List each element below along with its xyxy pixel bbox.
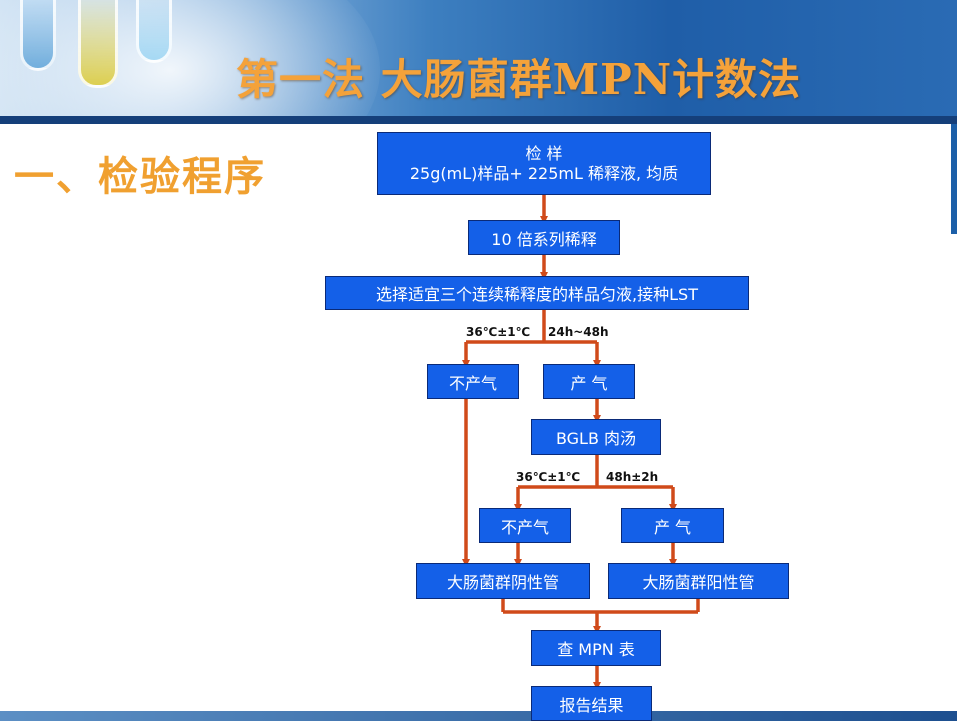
node-bglb-no-gas: 不产气 xyxy=(479,508,571,543)
test-tube-image xyxy=(78,0,118,88)
slide-title: 第一法 大肠菌群MPN计数法 xyxy=(236,55,802,104)
node-bglb-gas: 产 气 xyxy=(621,508,724,543)
label-bglb-temperature: 36℃±1℃ xyxy=(516,470,581,484)
node-bglb-broth: BGLB 肉汤 xyxy=(531,419,661,455)
node-lst-no-gas: 不产气 xyxy=(427,364,519,399)
node-mpn-table: 查 MPN 表 xyxy=(531,630,661,666)
test-tube-image xyxy=(136,0,172,63)
node-sample: 检 样 25g(mL)样品+ 225mL 稀释液, 均质 xyxy=(377,132,711,195)
label-bglb-time: 48h±2h xyxy=(606,470,659,484)
header-stripe xyxy=(0,116,957,124)
header-glow xyxy=(0,0,380,124)
footer-bar xyxy=(0,711,957,721)
test-tube-image xyxy=(20,0,56,71)
section-heading: 一、检验程序 xyxy=(14,153,266,200)
node-dilution: 10 倍系列稀释 xyxy=(468,220,620,255)
node-lst-gas: 产 气 xyxy=(543,364,635,399)
node-sample-line1: 检 样 xyxy=(525,143,563,163)
label-lst-temperature: 36℃±1℃ xyxy=(466,325,531,339)
node-coliform-positive: 大肠菌群阳性管 xyxy=(608,563,789,599)
node-coliform-negative: 大肠菌群阴性管 xyxy=(416,563,590,599)
label-lst-time: 24h~48h xyxy=(548,325,609,339)
node-inoculate-lst: 选择适宜三个连续稀释度的样品匀液,接种LST xyxy=(325,276,749,310)
node-sample-line2: 25g(mL)样品+ 225mL 稀释液, 均质 xyxy=(409,163,679,183)
node-report: 报告结果 xyxy=(531,686,652,721)
right-accent-bar xyxy=(951,124,957,234)
header-banner xyxy=(0,0,957,124)
